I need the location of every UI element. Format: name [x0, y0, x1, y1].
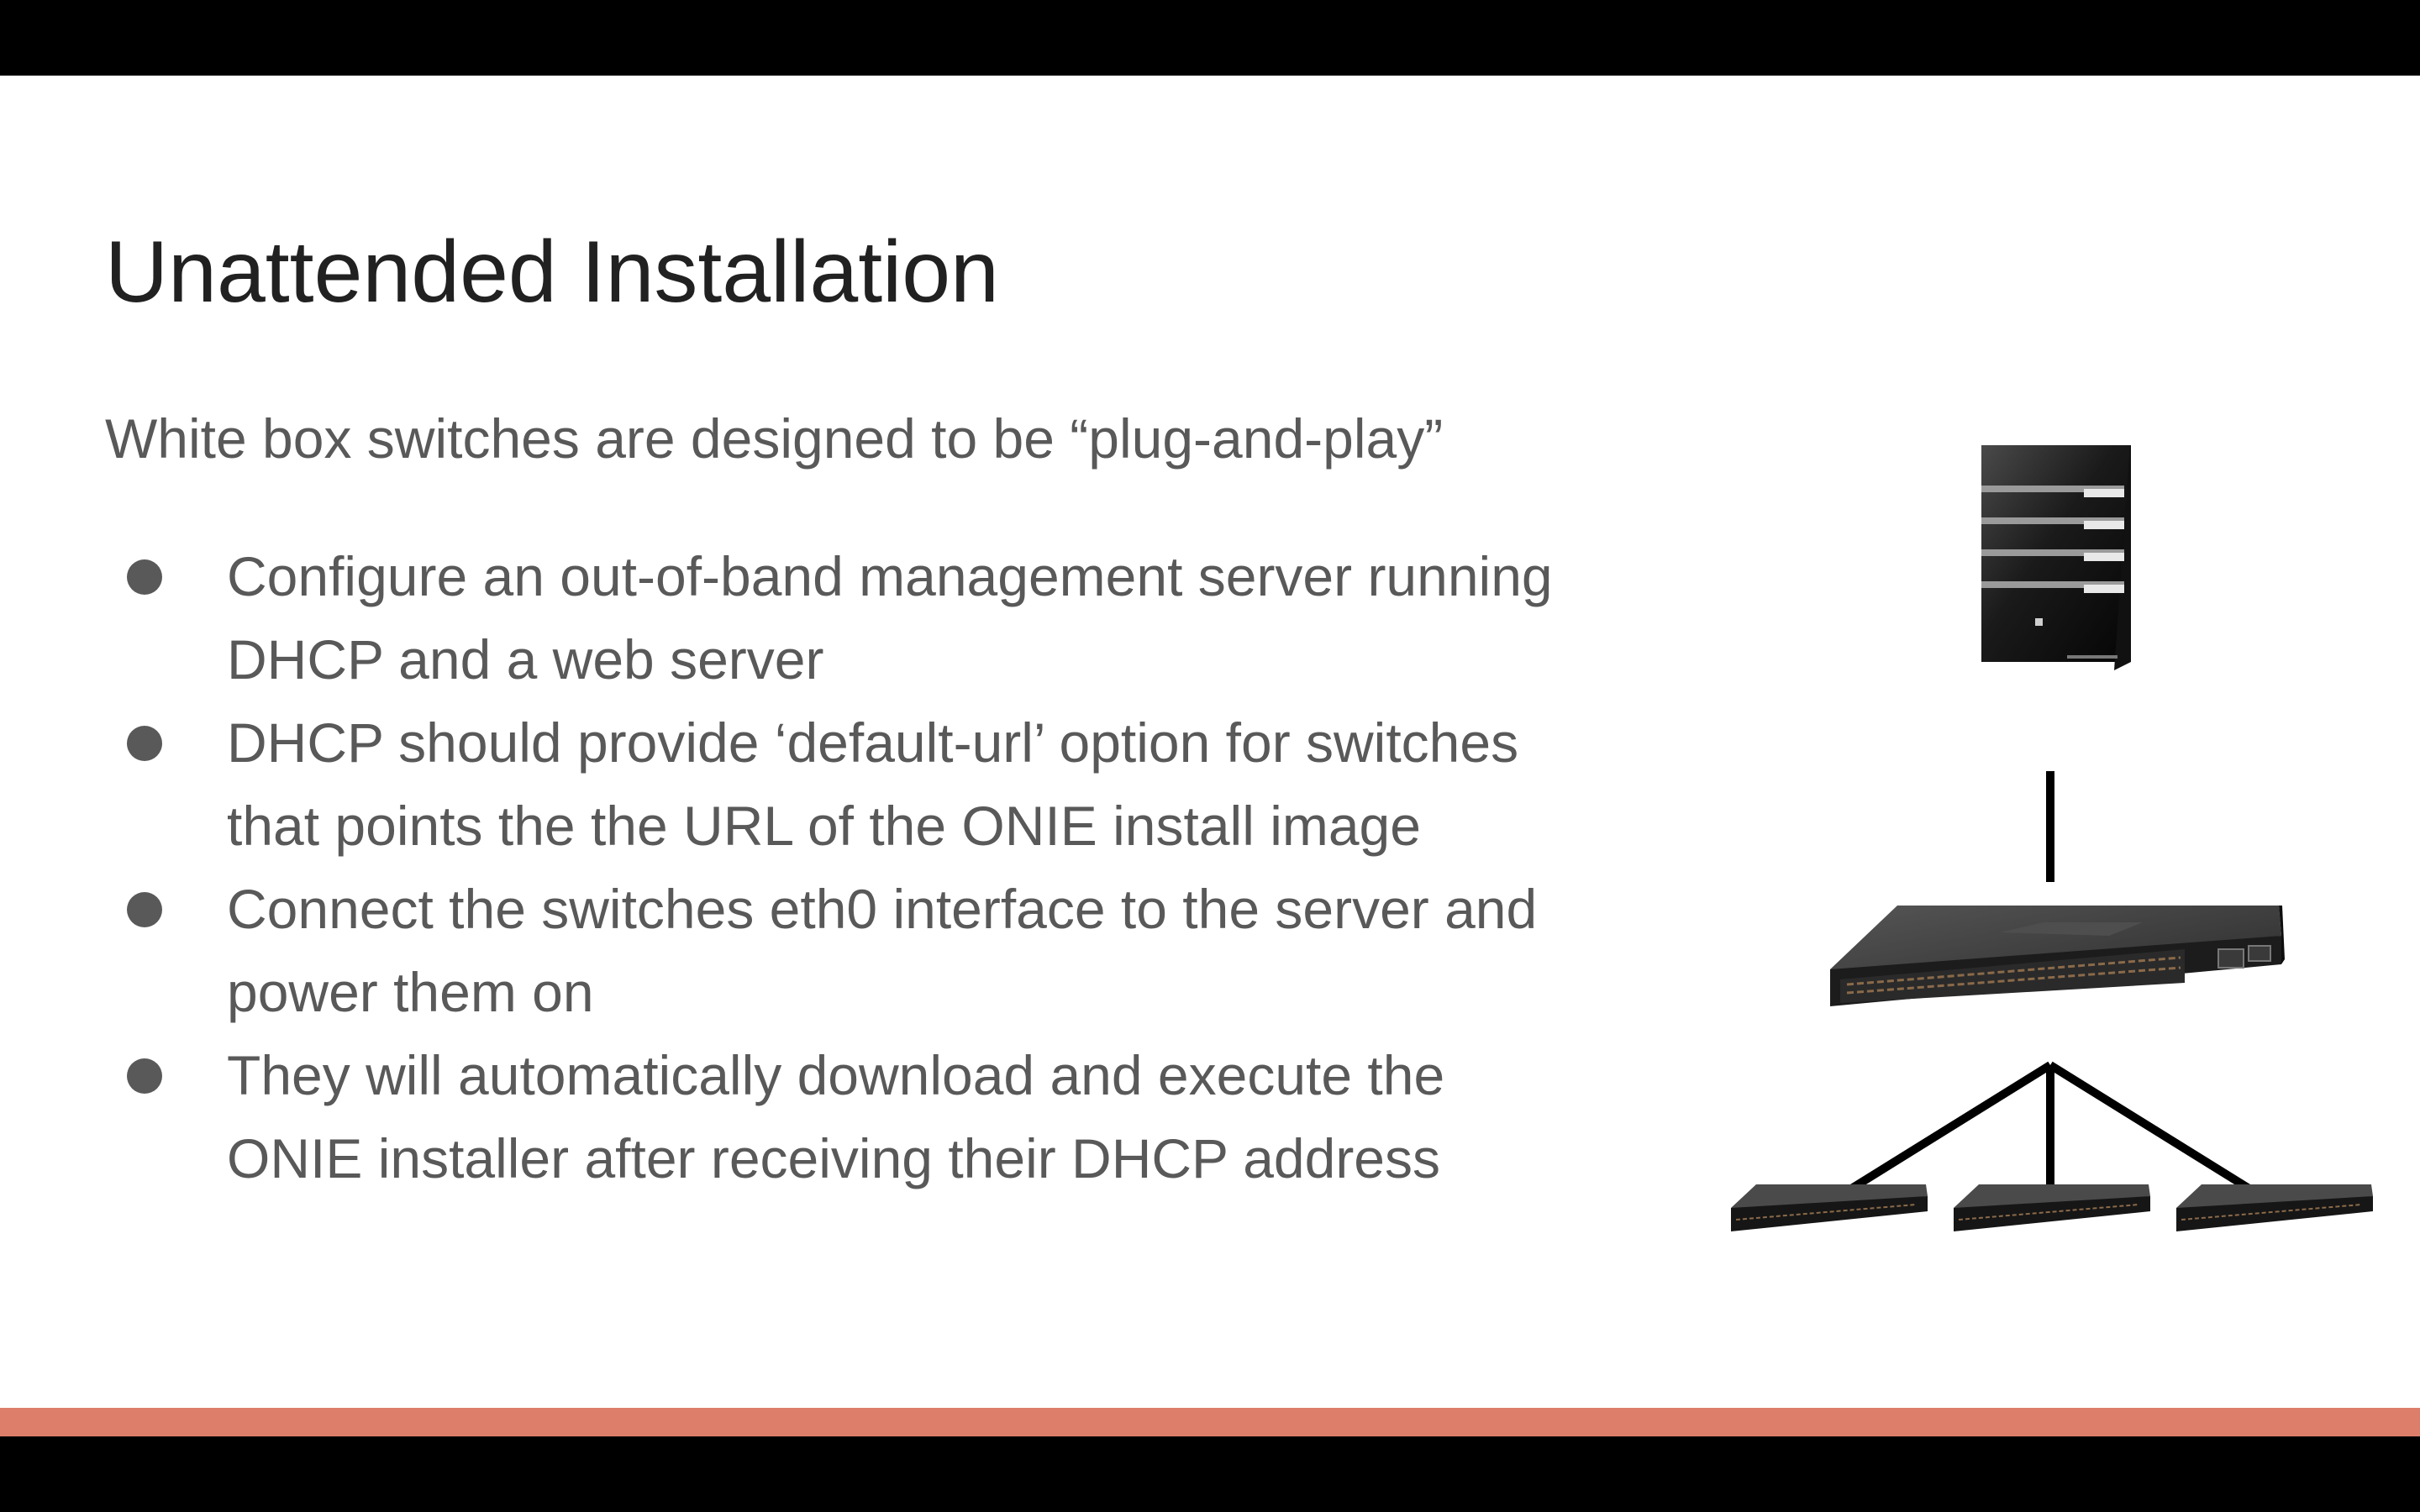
bullet-dot-icon: [127, 726, 162, 761]
bullet-item: They will automatically download and exe…: [105, 1034, 1702, 1200]
tower-server-icon: [1981, 445, 2131, 670]
small-switch-icon: [2176, 1184, 2373, 1231]
small-switch-icon: [1731, 1184, 1928, 1231]
bullet-dot-icon: [127, 559, 162, 595]
bullet-item: DHCP should provide ‘default-url’ option…: [105, 701, 1702, 868]
slide-title: Unattended Installation: [105, 223, 999, 321]
bullet-dot-icon: [127, 892, 162, 927]
bullet-text-line: Configure an out-of-band management serv…: [227, 545, 1553, 607]
bullet-dot-icon: [127, 1058, 162, 1094]
slide: Unattended Installation White box switch…: [0, 76, 2420, 1436]
bullet-text-line: that points the the URL of the ONIE inst…: [227, 795, 1421, 857]
bullet-text-line: They will automatically download and exe…: [227, 1044, 1445, 1106]
network-switch-icon: [1830, 906, 2285, 1006]
bullet-text-line: power them on: [227, 961, 594, 1023]
slide-subtitle: White box switches are designed to be “p…: [105, 407, 1444, 470]
downlink-line-left: [1826, 1061, 2053, 1207]
bullet-item: Configure an out-of-band management serv…: [105, 535, 1702, 701]
slide-accent-bar: [0, 1408, 2420, 1436]
bullet-text-line: ONIE installer after receiving their DHC…: [227, 1127, 1441, 1189]
connection-lines: [1826, 771, 2275, 1207]
bullet-text-line: Connect the switches eth0 interface to t…: [227, 878, 1538, 940]
bullet-text-line: DHCP and a web server: [227, 628, 824, 690]
downlink-line-right: [2048, 1061, 2275, 1207]
bullet-list: Configure an out-of-band management serv…: [105, 535, 1702, 1200]
bullet-item: Connect the switches eth0 interface to t…: [105, 868, 1702, 1034]
bullet-text-line: DHCP should provide ‘default-url’ option…: [227, 711, 1519, 774]
network-topology-diagram: [1731, 445, 2373, 1231]
small-switch-icon: [1954, 1184, 2150, 1231]
